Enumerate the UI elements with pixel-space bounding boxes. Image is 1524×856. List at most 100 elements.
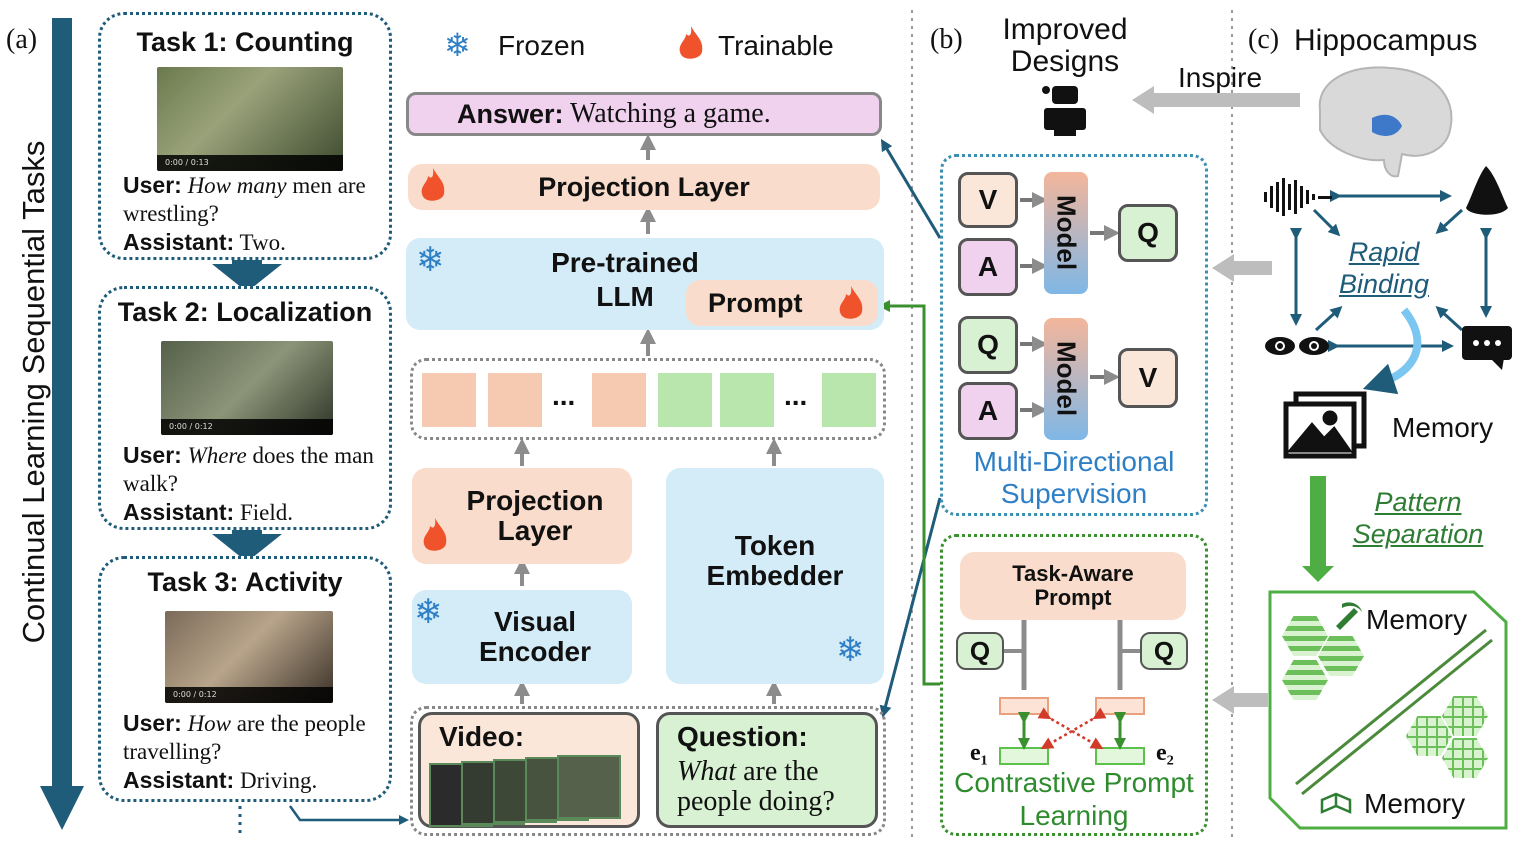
video-thumbnail: 0:00 / 0:12 — [161, 341, 333, 435]
task-title: Task 1: Counting — [136, 27, 354, 57]
token-embedder-label: Token Embedder — [706, 530, 844, 591]
user-emphasis: How many — [187, 173, 287, 198]
token-sequence — [410, 358, 886, 440]
memory-divider-1 — [1295, 628, 1487, 786]
q-box: Q — [956, 632, 1004, 670]
memory-image-icon — [1283, 391, 1367, 459]
visual-token — [592, 373, 646, 427]
legend-trainable: Trainable — [718, 30, 834, 61]
snowflake-icon: ❄ — [414, 593, 443, 631]
memory-store-label-b: Memory — [1364, 788, 1466, 819]
q-output-box: Q — [1118, 204, 1178, 262]
label-b: (b) — [930, 24, 963, 55]
model-label: Model — [1051, 341, 1082, 417]
answer-label: Answer: — [457, 98, 564, 129]
answer-box: Answer: Watching a game. — [406, 92, 882, 136]
video-timestamp: 0:00 / 0:13 — [157, 155, 343, 171]
binding-to-memory-arrow — [1362, 307, 1422, 395]
task-title: Task 3: Activity — [147, 567, 343, 597]
llm-label: Pre-trained LLM — [551, 247, 699, 312]
visual-encoder: Visual Encoder — [412, 590, 632, 684]
dialog: User: Where does the man walk? Assistant… — [123, 441, 383, 527]
user-question: does the man walk? — [123, 443, 374, 496]
sidebar-title: Continual Learning Sequential Tasks — [16, 140, 51, 644]
mds-label: Multi-Directional Supervision — [973, 446, 1175, 509]
video-timestamp: 0:00 / 0:12 — [161, 419, 333, 435]
flame-icon — [839, 286, 863, 319]
task1-to-task2-arrow — [212, 252, 282, 292]
assistant-answer: Field. — [234, 500, 293, 525]
text-token — [658, 373, 712, 427]
prompt-label: Prompt — [708, 287, 803, 318]
memory-to-cpl-head — [1212, 686, 1234, 714]
video-input: Video: — [418, 712, 640, 828]
assistant-label: Assistant: — [123, 499, 235, 525]
task-card-1: Task 1: Counting 0:00 / 0:13 User: How m… — [98, 12, 392, 260]
mds-panel — [940, 154, 1208, 516]
cpl-label: Contrastive Prompt Learning — [954, 767, 1194, 831]
question-emphasis: What — [677, 756, 737, 787]
memory-divider-2 — [1301, 638, 1493, 796]
user-question: men are wrestling? — [123, 173, 366, 226]
task-title: Task 2: Localization — [117, 297, 373, 327]
memory-store-label-a: Memory — [1366, 604, 1468, 635]
push-arrow-2 — [1040, 707, 1107, 750]
inspire-label: Inspire — [1178, 62, 1263, 93]
task-card-2: Task 2: Localization 0:00 / 0:12 User: W… — [98, 286, 392, 530]
snowflake-icon: ❄ — [444, 27, 471, 63]
pattern-separation-head — [1302, 566, 1334, 582]
assistant-label: Assistant: — [123, 229, 235, 255]
projection-layer-label: Projection Layer — [466, 485, 604, 546]
speech-bubble-icon — [1462, 326, 1512, 370]
question-rest: are the people doing? — [677, 756, 835, 817]
snowflake-icon: ❄ — [416, 241, 445, 279]
audio-binding-arrow — [1312, 208, 1341, 237]
user-emphasis: Where — [187, 443, 247, 468]
e2-label: e₂ — [1156, 740, 1174, 766]
model-block: Model — [1044, 318, 1088, 440]
pattern-separation-shaft — [1310, 476, 1326, 568]
pickaxe-icon — [1336, 602, 1362, 630]
dialog: User: How many men are wrestling? Assist… — [123, 171, 383, 257]
brain-icon — [1318, 66, 1453, 178]
memory-label: Memory — [1392, 412, 1494, 443]
mds-to-answer-arrow — [880, 138, 942, 239]
e1-label: e₁ — [970, 740, 988, 766]
text-binding-arrow — [1435, 305, 1464, 332]
q-box: Q — [1140, 632, 1188, 670]
legend-frozen: Frozen — [498, 30, 586, 61]
token-embedder: Token Embedder — [666, 468, 884, 684]
flame-icon — [423, 518, 447, 551]
projection-layer-left: Projection Layer — [412, 468, 632, 564]
video-thumbnail: 0:00 / 0:13 — [157, 67, 343, 171]
assistant-label: Assistant: — [123, 767, 235, 793]
a-box: A — [958, 382, 1018, 440]
book-icon — [1320, 792, 1352, 814]
model-block: Model — [1044, 172, 1088, 294]
user-emphasis: How — [187, 711, 232, 736]
projection-layer-label: Projection Layer — [538, 171, 750, 202]
task2-to-task3-arrow — [212, 522, 282, 562]
ellipsis: ... — [784, 380, 808, 411]
improved-title: Improved Designs — [1002, 13, 1128, 78]
model-label: Model — [1051, 195, 1082, 271]
user-question: are the people travelling? — [123, 711, 366, 764]
video-frame — [557, 755, 621, 819]
user-label: User: — [123, 442, 182, 468]
answer-text: Watching a game. — [563, 98, 771, 129]
robot-icon — [1042, 86, 1086, 136]
video-thumbnail: 0:00 / 0:12 — [165, 611, 333, 703]
smell-binding-arrow — [1435, 208, 1464, 235]
assistant-answer: Two. — [234, 230, 286, 255]
sequence-arrow-head — [40, 786, 84, 830]
ellipsis: ... — [552, 380, 576, 411]
nose-icon — [1466, 166, 1508, 215]
question-label: Question: — [677, 721, 808, 752]
eyes-icon — [1265, 337, 1329, 355]
pattern-separation-label: Pattern Separation — [1352, 487, 1484, 549]
task-aware-prompt-label: Task-Aware Prompt — [1012, 561, 1134, 610]
text-token — [822, 373, 876, 427]
input-container — [410, 706, 886, 836]
label-c: (c) — [1248, 24, 1280, 55]
task-to-input-arrow — [288, 805, 409, 825]
